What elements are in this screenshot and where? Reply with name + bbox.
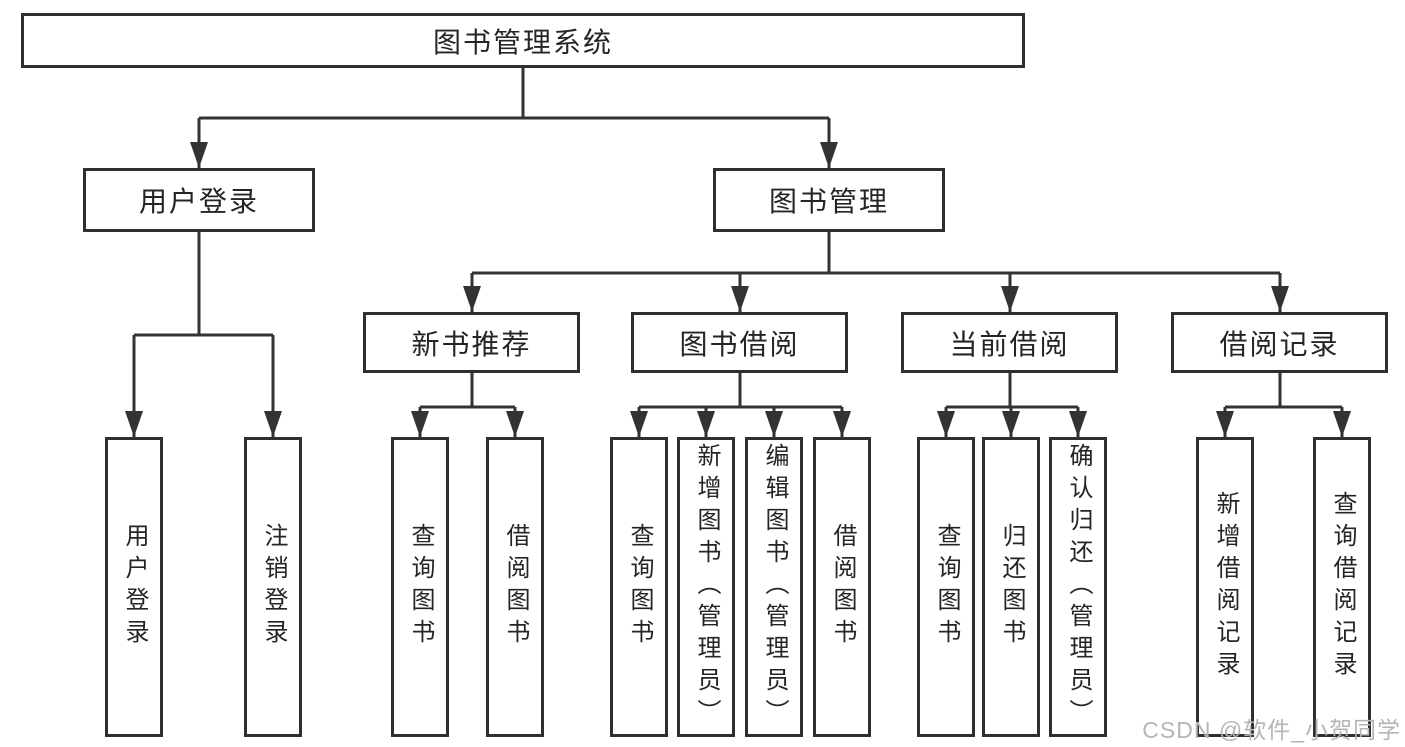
leaf-borrow-add-book-admin-label: 新增图书（管理员） bbox=[693, 443, 720, 731]
node-root: 图书管理系统 bbox=[21, 13, 1025, 68]
leaf-logout: 注销登录 bbox=[244, 437, 302, 737]
leaf-record-add-label: 新增借阅记录 bbox=[1212, 491, 1239, 683]
leaf-current-query-book-label: 查询图书 bbox=[933, 523, 960, 651]
leaf-record-add: 新增借阅记录 bbox=[1196, 437, 1254, 737]
leaf-current-return-book: 归还图书 bbox=[982, 437, 1040, 737]
leaf-current-query-book: 查询图书 bbox=[917, 437, 975, 737]
node-book-management-label: 图书管理 bbox=[768, 186, 889, 217]
leaf-user-login: 用户登录 bbox=[105, 437, 163, 737]
leaf-record-query-label: 查询借阅记录 bbox=[1329, 491, 1356, 683]
leaf-borrow-query-book-label: 查询图书 bbox=[626, 523, 653, 651]
node-new-book-recommend: 新书推荐 bbox=[363, 312, 580, 373]
leaf-recommend-query-book-label: 查询图书 bbox=[407, 523, 434, 651]
leaf-recommend-query-book: 查询图书 bbox=[391, 437, 449, 737]
node-book-borrow: 图书借阅 bbox=[631, 312, 848, 373]
node-new-book-recommend-label: 新书推荐 bbox=[411, 328, 532, 360]
leaf-current-confirm-return-admin-label: 确认归还（管理员） bbox=[1065, 443, 1092, 731]
node-user-login: 用户登录 bbox=[83, 168, 315, 232]
node-borrow-record: 借阅记录 bbox=[1171, 312, 1388, 373]
leaf-recommend-borrow-book-label: 借阅图书 bbox=[502, 523, 529, 651]
leaf-borrow-query-book: 查询图书 bbox=[610, 437, 668, 737]
node-current-borrow: 当前借阅 bbox=[901, 312, 1118, 373]
node-user-login-label: 用户登录 bbox=[138, 186, 259, 217]
node-root-label: 图书管理系统 bbox=[432, 26, 613, 58]
leaf-borrow-borrow-book-label: 借阅图书 bbox=[829, 523, 856, 651]
leaf-current-return-book-label: 归还图书 bbox=[998, 523, 1025, 651]
node-book-management: 图书管理 bbox=[713, 168, 945, 232]
leaf-logout-label: 注销登录 bbox=[260, 523, 287, 651]
leaf-borrow-add-book-admin: 新增图书（管理员） bbox=[677, 437, 735, 737]
leaf-borrow-edit-book-admin: 编辑图书（管理员） bbox=[745, 437, 803, 737]
leaf-borrow-edit-book-admin-label: 编辑图书（管理员） bbox=[761, 443, 788, 731]
leaf-current-confirm-return-admin: 确认归还（管理员） bbox=[1049, 437, 1107, 737]
leaf-user-login-label: 用户登录 bbox=[121, 523, 148, 651]
node-borrow-record-label: 借阅记录 bbox=[1219, 328, 1340, 360]
leaf-record-query: 查询借阅记录 bbox=[1313, 437, 1371, 737]
node-book-borrow-label: 图书借阅 bbox=[679, 328, 800, 360]
leaf-borrow-borrow-book: 借阅图书 bbox=[813, 437, 871, 737]
leaf-recommend-borrow-book: 借阅图书 bbox=[486, 437, 544, 737]
node-current-borrow-label: 当前借阅 bbox=[949, 328, 1070, 360]
